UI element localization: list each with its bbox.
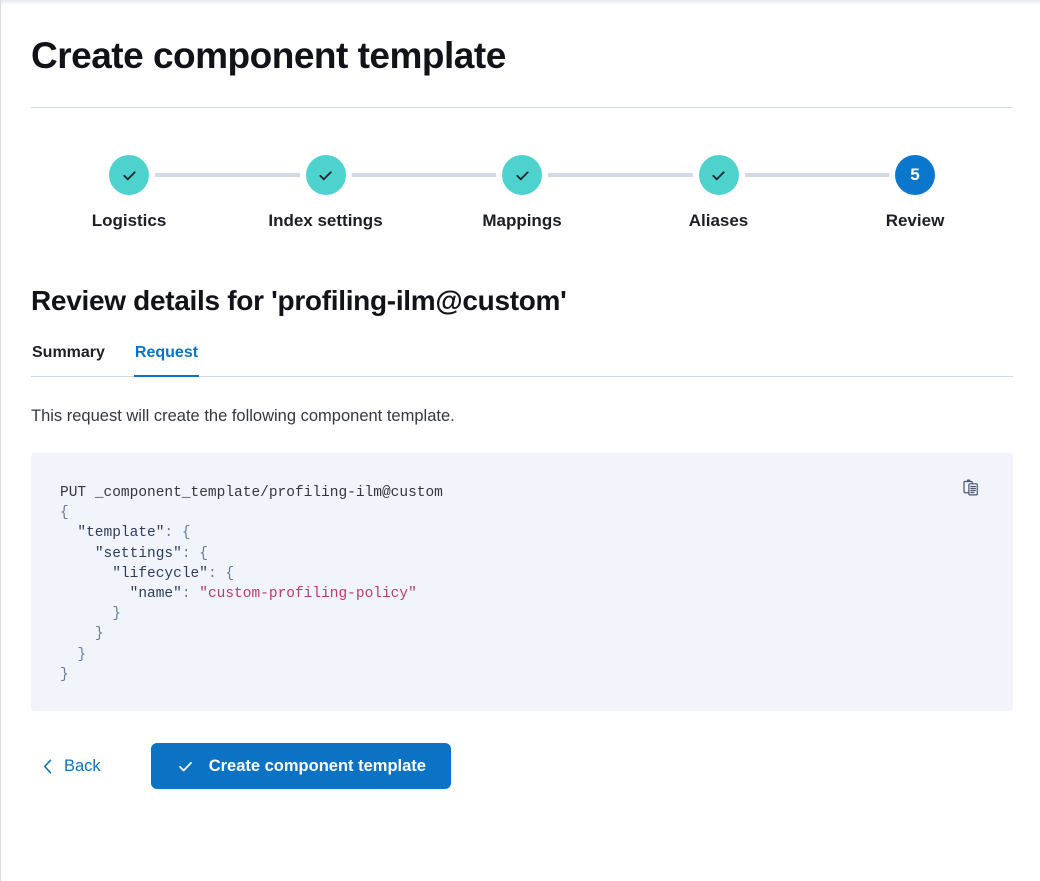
step-label: Mappings	[482, 211, 562, 230]
step-label: Logistics	[91, 211, 167, 230]
code-request-path: _component_template/profiling-ilm@custom	[94, 485, 443, 501]
check-icon	[316, 166, 335, 185]
request-description: This request will create the following c…	[31, 407, 455, 425]
chevron-left-icon	[41, 758, 55, 775]
check-icon	[120, 166, 139, 185]
back-button-label: Back	[64, 756, 101, 775]
step-number: 5	[910, 165, 920, 184]
panel-left-edge	[0, 0, 1, 881]
step-label: Review	[885, 211, 945, 230]
code-http-method: PUT	[60, 485, 87, 501]
code-value-policy: "custom-profiling-policy"	[199, 586, 417, 603]
header-divider	[31, 107, 1013, 108]
review-heading: Review details for 'profiling-ilm@custom…	[31, 285, 567, 316]
code-key-name: "name"	[129, 586, 182, 603]
page-title: Create component template	[31, 35, 506, 76]
code-key-lifecycle: "lifecycle"	[112, 565, 208, 582]
review-tabs: Summary Request	[31, 344, 1013, 377]
code-key-settings: "settings"	[94, 545, 182, 562]
check-icon	[176, 757, 195, 776]
step-mappings[interactable]: Mappings	[424, 155, 620, 231]
request-code-block: PUT _component_template/profiling-ilm@cu…	[60, 485, 443, 683]
create-component-template-button[interactable]: Create component template	[150, 743, 451, 789]
tab-request[interactable]: Request	[133, 344, 200, 377]
check-icon	[709, 166, 728, 185]
code-key-template: "template"	[77, 525, 165, 542]
step-aliases[interactable]: Aliases	[621, 155, 817, 231]
step-bullet-complete[interactable]	[305, 155, 346, 195]
step-label: Index settings	[268, 211, 383, 230]
step-bullet-complete[interactable]	[502, 155, 542, 195]
step-indicator: Logistics Index settings Mapping	[31, 155, 1013, 231]
back-button[interactable]: Back	[31, 751, 109, 782]
step-label: Aliases	[688, 211, 749, 230]
step-logistics[interactable]: Logistics	[31, 155, 227, 231]
create-component-template-label: Create component template	[208, 756, 426, 775]
step-bullet-current[interactable]: 5	[895, 155, 935, 195]
copy-clipboard-icon[interactable]	[959, 475, 985, 501]
tab-summary[interactable]: Summary	[31, 344, 106, 377]
step-index-settings[interactable]: Index settings	[228, 155, 424, 231]
step-bullet-complete[interactable]	[698, 155, 739, 195]
step-bullet-complete[interactable]	[109, 155, 149, 195]
step-review[interactable]: 5 Review	[817, 155, 1013, 231]
request-code-panel: PUT _component_template/profiling-ilm@cu…	[31, 453, 1013, 711]
check-icon	[513, 166, 532, 185]
wizard-actions: Back Create component template	[31, 743, 1013, 789]
